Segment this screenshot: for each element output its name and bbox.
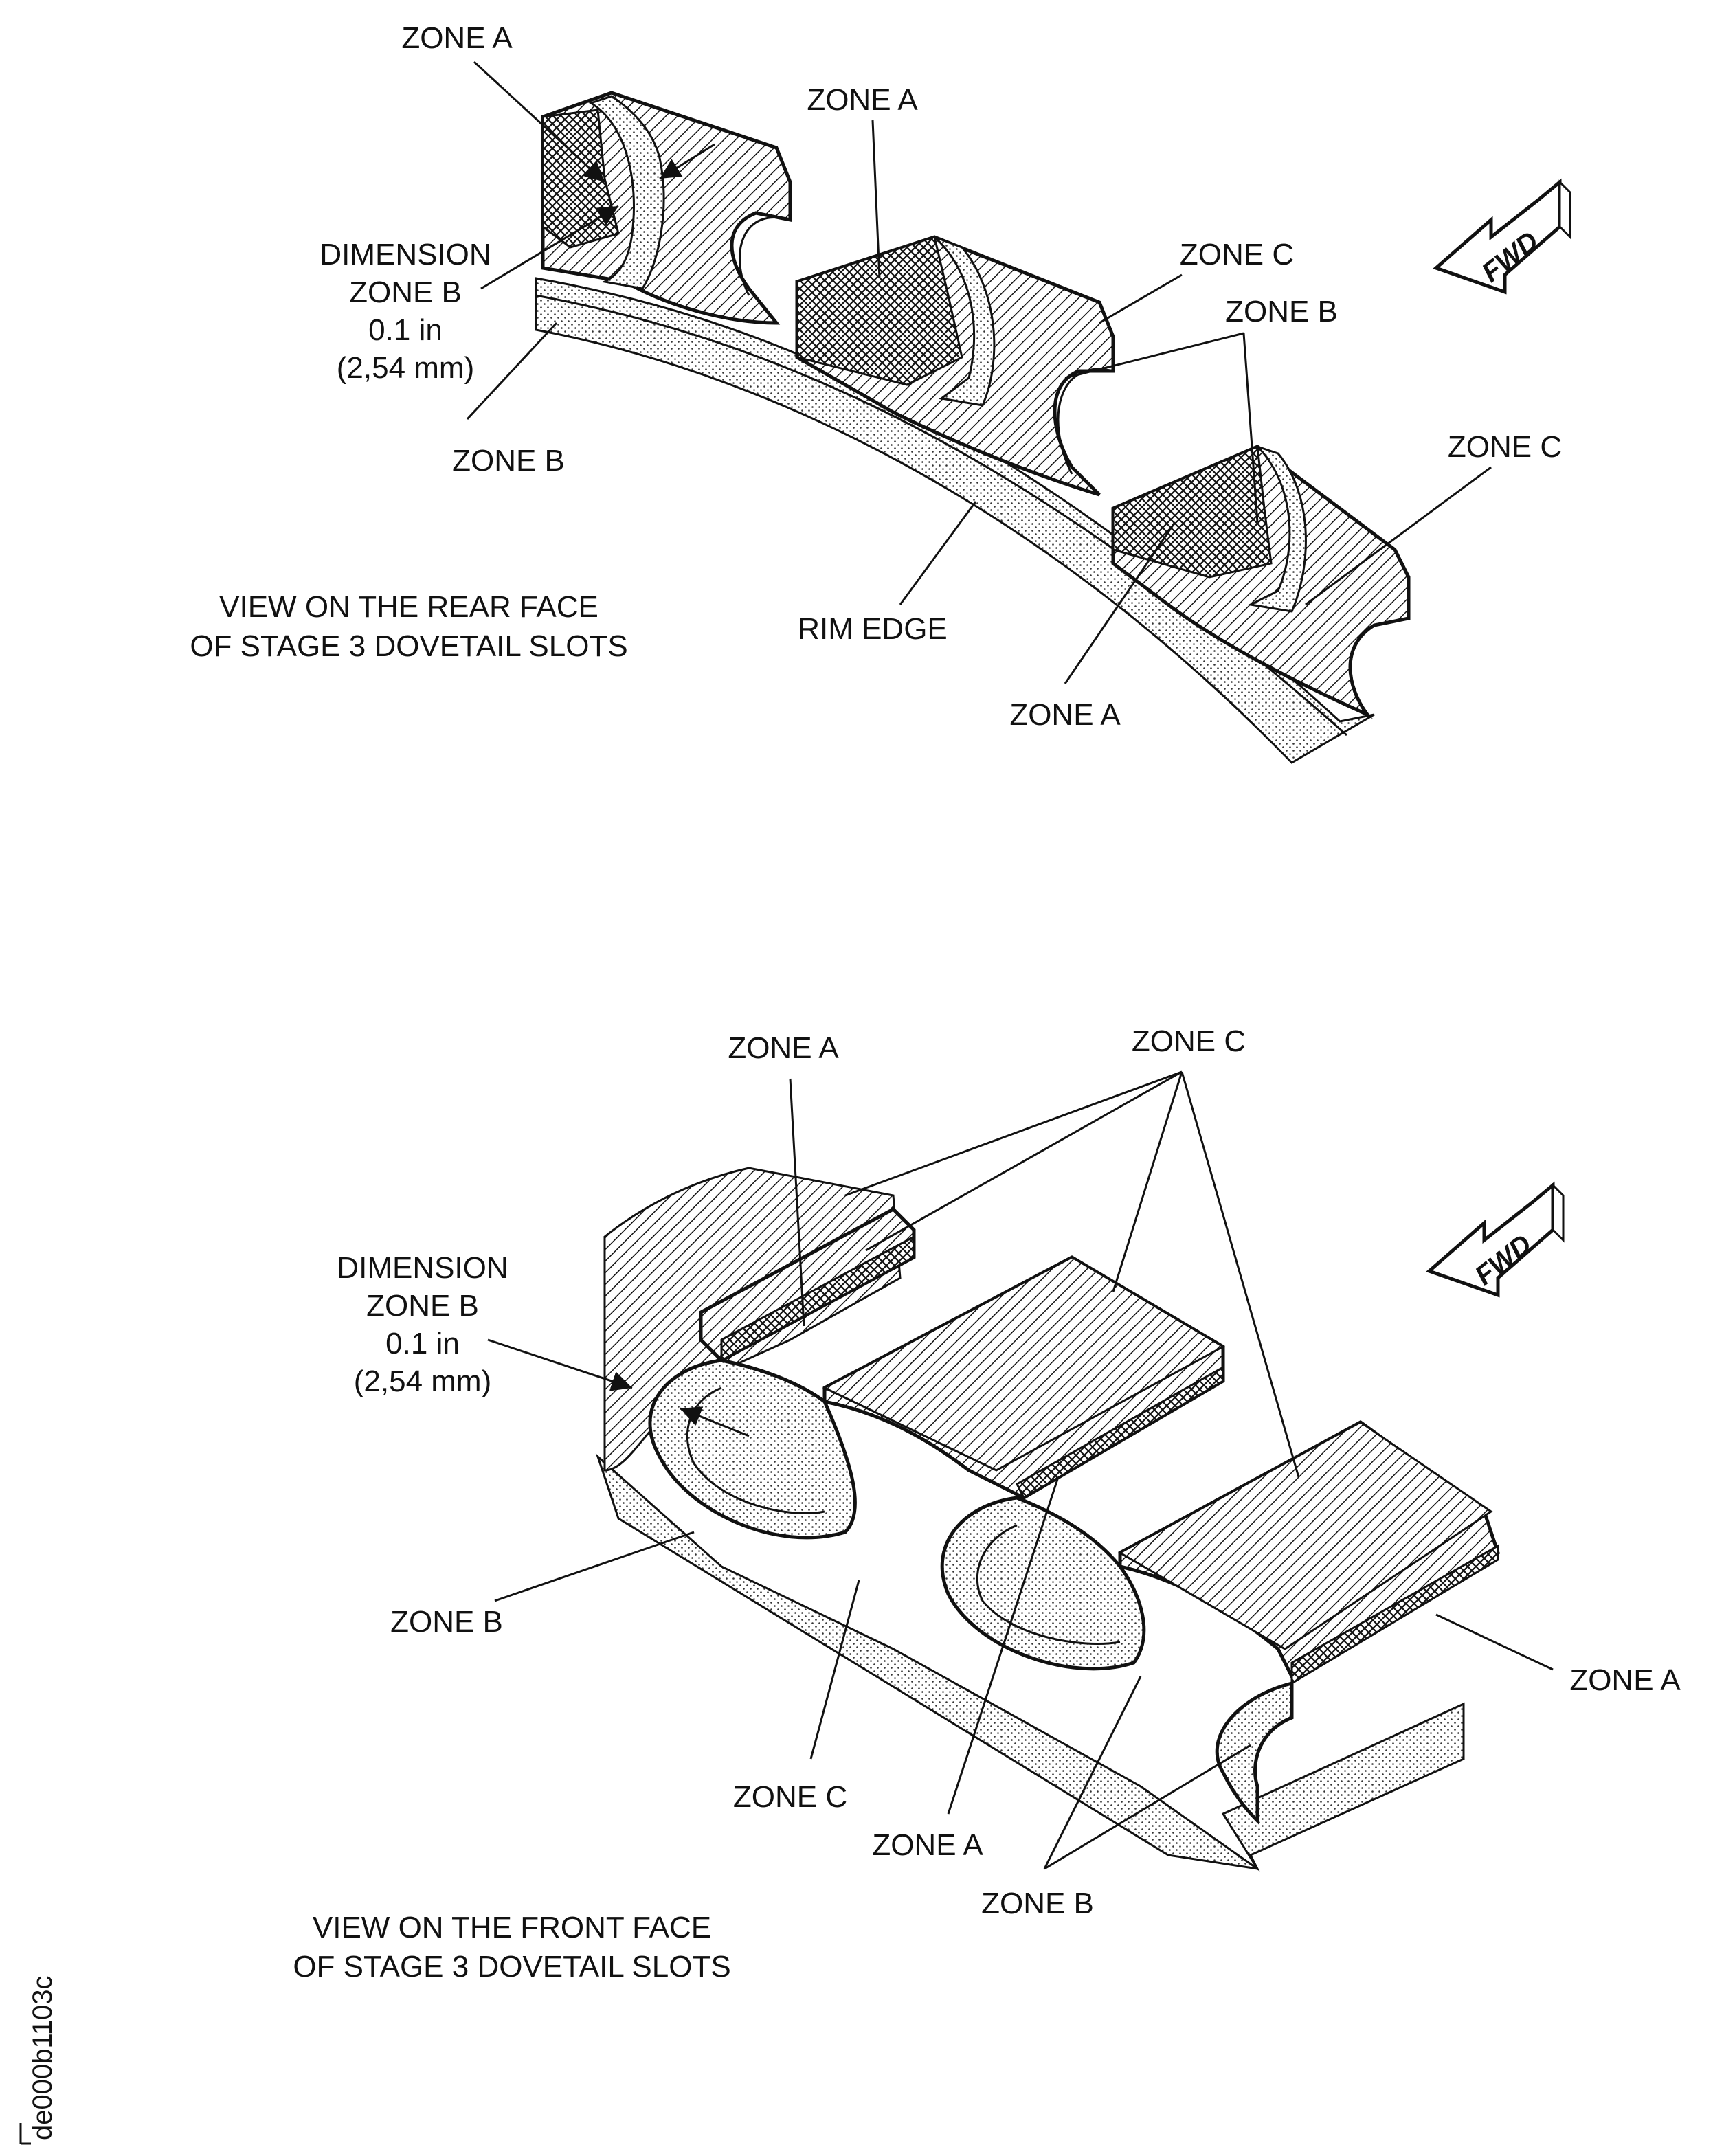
fwd-arrow-top: FWD	[1433, 178, 1571, 295]
rear-slot-1	[739, 216, 791, 296]
caption-top-line2: OF STAGE 3 DOVETAIL SLOTS	[190, 629, 627, 663]
rear-zone-b-left	[588, 95, 665, 290]
label-dimension-line2: ZONE B	[349, 276, 462, 309]
label-zone-a-top-left: ZONE A	[401, 21, 513, 55]
bottom-labels: ZONE A ZONE C ZONE A ZONE B ZONE C ZONE …	[293, 1024, 1681, 1984]
front-slot-2-inner	[976, 1524, 1121, 1645]
label-front-zone-a-bottom: ZONE A	[872, 1828, 983, 1862]
front-zone-a-mid	[1016, 1365, 1224, 1500]
front-block-mid-top	[822, 1256, 1226, 1472]
top-labels: ZONE A ZONE A ZONE C ZONE B ZONE C ZONE …	[190, 21, 1562, 732]
front-face-drawing	[595, 1167, 1501, 1872]
figure-id: de000b1103c	[27, 1976, 58, 2141]
rear-zone-b-right	[1247, 445, 1307, 613]
label-front-zone-c-top: ZONE C	[1132, 1024, 1246, 1058]
rear-zone-b-mid	[933, 236, 996, 407]
top-leader-lines	[466, 60, 1492, 684]
label-front-zone-b-bottom: ZONE B	[981, 1887, 1094, 1920]
label-dimension-line3: 0.1 in	[368, 313, 443, 347]
label-zone-a-bottom: ZONE A	[1009, 698, 1121, 732]
front-base	[595, 1453, 1258, 1870]
rear-post-left	[541, 91, 792, 325]
label-zone-b-right: ZONE B	[1225, 295, 1338, 328]
label-zone-c-mid: ZONE C	[1180, 238, 1294, 271]
label-dimension-line1: DIMENSION	[320, 238, 491, 271]
caption-bottom-line1: VIEW ON THE FRONT FACE	[313, 1911, 711, 1944]
front-slot-3	[1215, 1681, 1294, 1826]
label-dimension-line4: (2,54 mm)	[337, 351, 474, 385]
label-front-dimension-line1: DIMENSION	[337, 1251, 508, 1285]
rim-band	[535, 277, 1375, 764]
label-zone-c-right: ZONE C	[1448, 430, 1562, 464]
label-front-dimension-line3: 0.1 in	[385, 1327, 460, 1360]
label-front-dimension-line2: ZONE B	[366, 1289, 479, 1323]
label-front-zone-c-bottom: ZONE C	[733, 1780, 847, 1814]
caption-bottom-line2: OF STAGE 3 DOVETAIL SLOTS	[293, 1950, 730, 1984]
label-front-dimension-line4: (2,54 mm)	[354, 1365, 491, 1398]
front-zone-a-right	[1290, 1544, 1499, 1685]
label-zone-a-top-mid: ZONE A	[807, 83, 918, 117]
label-front-zone-b-left: ZONE B	[390, 1605, 503, 1639]
bottom-leader-lines	[487, 1070, 1554, 1870]
label-zone-b-left: ZONE B	[452, 444, 565, 478]
rear-face-drawing	[535, 91, 1411, 764]
label-front-zone-a-right: ZONE A	[1569, 1663, 1681, 1697]
fwd-arrow-bottom: FWD	[1426, 1181, 1565, 1298]
figure-id-block: de000b1103c	[19, 1976, 58, 2145]
front-block-right-top	[1117, 1421, 1493, 1650]
label-rim-edge: RIM EDGE	[798, 612, 948, 646]
label-front-zone-a-top: ZONE A	[728, 1031, 839, 1065]
caption-top-line1: VIEW ON THE REAR FACE	[219, 590, 598, 624]
front-zone-a-slab-left	[720, 1235, 915, 1362]
rear-slot-2	[1057, 368, 1114, 475]
front-slot-1	[648, 1358, 857, 1540]
